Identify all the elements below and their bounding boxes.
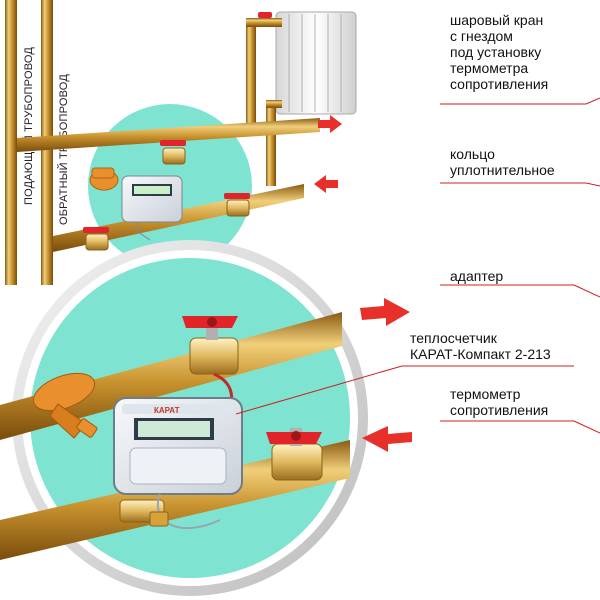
leader-thermometer-tail xyxy=(573,420,600,434)
supply-main-label: ПОДАЮЩИЙ ТРУБОПРОВОД xyxy=(22,47,35,205)
heat-meter-icon xyxy=(121,175,183,241)
supply-branch-pipe xyxy=(17,118,320,152)
flow-arrow-icon xyxy=(314,115,342,193)
ball-valve-icon xyxy=(83,140,250,251)
radiator-icon xyxy=(275,11,357,115)
callout-adapter: адаптер xyxy=(450,268,504,284)
leader-ball-valve-tail xyxy=(585,97,600,105)
zoom-strainer-icon xyxy=(32,372,98,439)
radiator-top-connector xyxy=(246,18,282,27)
callout-resistance-thermometer: термометр сопротивления xyxy=(450,386,549,418)
leader-lines xyxy=(235,97,600,434)
leader-adapter-tail xyxy=(573,284,600,298)
callout-seal-ring: кольцо уплотнительное xyxy=(450,146,555,178)
leader-seal-ring-tail xyxy=(585,182,600,187)
supply-main-pipe xyxy=(5,0,17,285)
zoom-ball-valve-return-icon xyxy=(266,428,323,481)
return-main-label: ОБРАТНЫЙ ТРУБОПРОВОД xyxy=(57,74,70,225)
radiator-bottom-connector xyxy=(266,100,282,108)
zoom-flow-arrow-icon xyxy=(360,298,412,452)
leader-heat-meter-tail xyxy=(235,365,403,415)
radiator-return-pipe xyxy=(266,100,276,186)
zoom-supply-pipe xyxy=(0,312,342,440)
zoom-return-pipe xyxy=(0,440,350,560)
radiator-valve-handle xyxy=(258,12,272,18)
callout-heat-meter: теплосчетчик КАРАТ-Компакт 2-213 xyxy=(410,330,551,362)
strainer-icon xyxy=(89,167,119,191)
zoom-heat-meter-icon: КАРАТ xyxy=(113,397,243,530)
meter-brand-label: КАРАТ xyxy=(154,406,180,415)
radiator-supply-pipe xyxy=(246,22,256,132)
callout-ball-valve: шаровый кран с гнездом под установку тер… xyxy=(450,12,549,92)
